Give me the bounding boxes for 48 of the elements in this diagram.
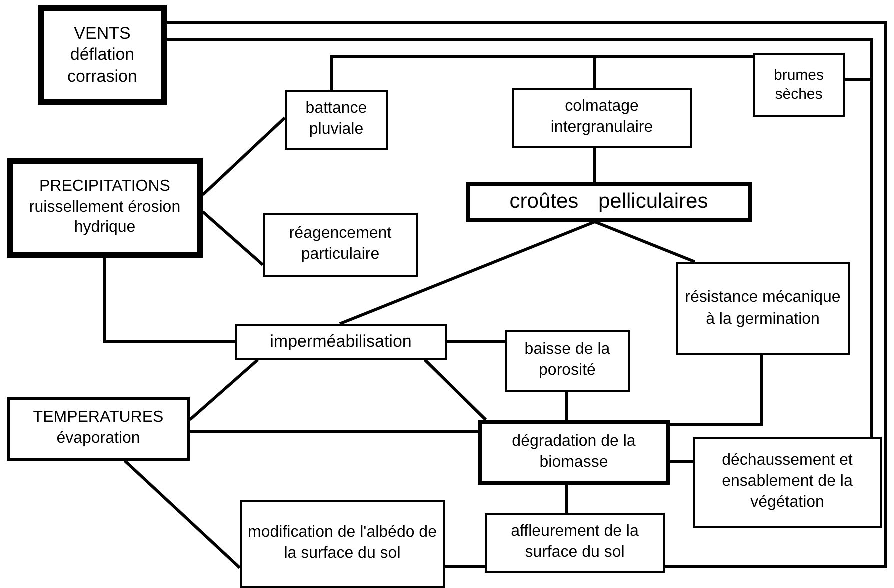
process-box xyxy=(505,330,630,392)
process-box xyxy=(512,88,692,148)
node-label: dégradation de la biomasse xyxy=(511,432,637,472)
connector-line xyxy=(566,485,568,513)
node-label: PRECIPITATIONS ruissellement érosion hydrique xyxy=(28,176,182,238)
connector-line xyxy=(445,566,485,568)
factor-box xyxy=(38,5,167,105)
connector-line xyxy=(167,22,888,568)
process-box xyxy=(466,182,752,222)
connector-line xyxy=(104,258,235,344)
connector-line xyxy=(424,358,488,422)
connector-line xyxy=(594,148,596,182)
node-label: colmatage intergranulaire xyxy=(550,97,654,138)
factor-box xyxy=(7,397,190,461)
node-label: croûtes pelliculaires xyxy=(510,190,708,214)
node-label: baisse de la porosité xyxy=(524,340,612,381)
node-label: brumes sèches xyxy=(772,66,826,104)
connector-line xyxy=(189,358,259,422)
connector-line xyxy=(124,460,242,570)
connector-line xyxy=(447,340,505,344)
node-label: battance pluviale xyxy=(304,99,368,140)
connector-line xyxy=(594,56,753,88)
process-box xyxy=(753,53,845,117)
factor-box xyxy=(7,158,203,258)
connector-line xyxy=(670,460,693,464)
process-box xyxy=(235,324,447,360)
process-box xyxy=(676,262,850,355)
process-box xyxy=(263,213,418,277)
connector-line xyxy=(190,430,478,434)
node-label: déchaussement et ensablement de la végétation xyxy=(721,451,854,513)
process-box xyxy=(240,500,445,588)
connector-line xyxy=(670,355,764,426)
node-label: résistance mécanique à la germination xyxy=(684,288,842,330)
process-box xyxy=(478,420,670,485)
connector-line xyxy=(566,392,568,420)
connector-line xyxy=(202,116,286,196)
process-box xyxy=(285,90,388,150)
connector-line xyxy=(339,220,596,326)
connector-line xyxy=(202,210,264,266)
node-label: TEMPERATURES évaporation xyxy=(32,408,165,449)
process-box xyxy=(693,437,882,528)
node-label: imperméabilisation xyxy=(270,332,412,352)
node-label: réagencement particulaire xyxy=(288,224,393,265)
node-label: affleurement de la surface du sol xyxy=(510,522,640,563)
process-box xyxy=(485,513,665,573)
node-label: VENTS déflation corrasion xyxy=(66,23,138,87)
connector-line xyxy=(594,220,696,264)
node-label: modification de l'albédo de la surface du sol xyxy=(247,523,438,564)
